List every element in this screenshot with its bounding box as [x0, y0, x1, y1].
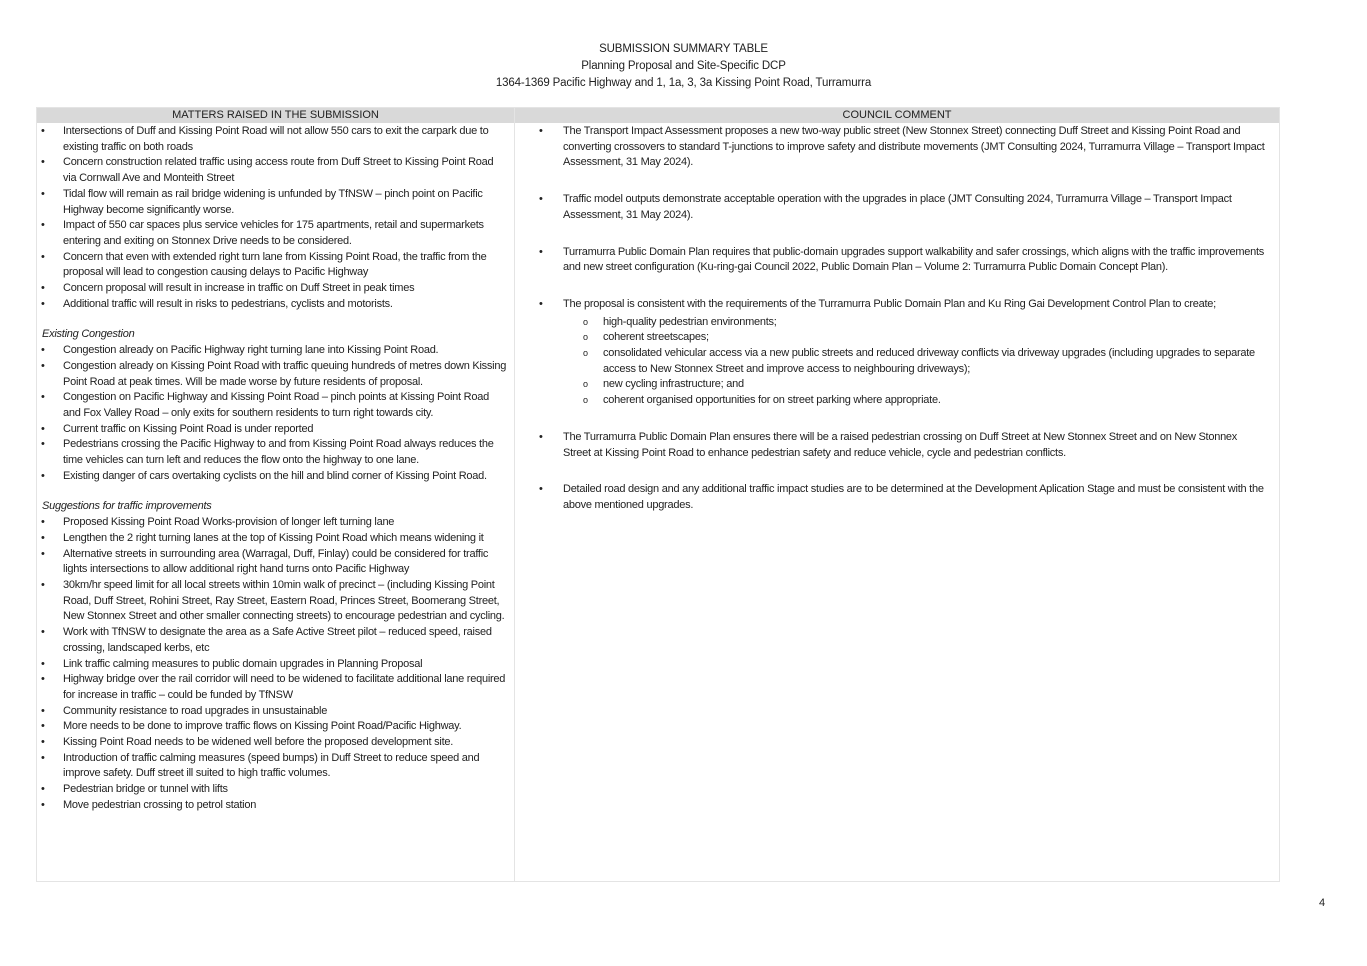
list-item: Concern proposal will result in increase… [37, 281, 514, 297]
list-item: Move pedestrian crossing to petrol stati… [37, 798, 514, 814]
nested-item: coherent streetscapes; [563, 330, 1267, 346]
list-item: Highway bridge over the rail corridor wi… [37, 672, 514, 703]
matters-header: MATTERS RAISED IN THE SUBMISSION [37, 108, 514, 123]
list-item: Concern that even with extended right tu… [37, 250, 514, 281]
nested-list: high-quality pedestrian environments; co… [563, 315, 1267, 409]
document-title: SUBMISSION SUMMARY TABLE Planning Propos… [0, 41, 1367, 92]
list-item: Pedestrian bridge or tunnel with lifts [37, 782, 514, 798]
list-item: Congestion already on Kissing Point Road… [37, 359, 514, 390]
suggestions-heading: Suggestions for traffic improvements [42, 500, 212, 513]
council-comment-column: COUNCIL COMMENT The Transport Impact Ass… [515, 108, 1279, 881]
council-comment-list: The Transport Impact Assessment proposes… [515, 124, 1279, 514]
list-item: Community resistance to road upgrades in… [37, 704, 514, 720]
list-item: Link traffic calming measures to public … [37, 657, 514, 673]
list-item: Introduction of traffic calming measures… [37, 751, 514, 782]
nested-item: coherent organised opportunities for on … [563, 393, 1267, 409]
list-item: Impact of 550 car spaces plus service ve… [37, 218, 514, 249]
title-line-1: SUBMISSION SUMMARY TABLE [599, 43, 768, 55]
comment-item: Traffic model outputs demonstrate accept… [539, 192, 1267, 223]
list-item: Kissing Point Road needs to be widened w… [37, 735, 514, 751]
list-item: Pedestrians crossing the Pacific Highway… [37, 437, 514, 468]
list-item: More needs to be done to improve traffic… [37, 719, 514, 735]
list-item: Congestion on Pacific Highway and Kissin… [37, 390, 514, 421]
list-item: Intersections of Duff and Kissing Point … [37, 124, 514, 155]
list-item: Existing danger of cars overtaking cycli… [37, 469, 514, 485]
comment-item: The Turramurra Public Domain Plan ensure… [539, 430, 1267, 461]
list-item: Concern construction related traffic usi… [37, 155, 514, 186]
matters-column: MATTERS RAISED IN THE SUBMISSION Interse… [37, 108, 515, 881]
comment-item: The proposal is consistent with the requ… [539, 297, 1267, 409]
list-item: Work with TfNSW to designate the area as… [37, 625, 514, 656]
list-item: Congestion already on Pacific Highway ri… [37, 343, 514, 359]
nested-item: new cycling infrastructure; and [563, 377, 1267, 393]
nested-item: consolidated vehicular access via a new … [563, 346, 1267, 377]
list-item: Proposed Kissing Point Road Works-provis… [37, 515, 514, 531]
list-item: Additional traffic will result in risks … [37, 297, 514, 313]
list-item: Alternative streets in surrounding area … [37, 547, 514, 578]
list-item: 30km/hr speed limit for all local street… [37, 578, 514, 625]
congestion-list: Congestion already on Pacific Highway ri… [37, 343, 514, 484]
council-comment-header: COUNCIL COMMENT [515, 108, 1279, 123]
submission-summary-table: MATTERS RAISED IN THE SUBMISSION Interse… [36, 107, 1280, 882]
list-item: Lengthen the 2 right turning lanes at th… [37, 531, 514, 547]
comment-text: The proposal is consistent with the requ… [563, 297, 1216, 310]
nested-item: high-quality pedestrian environments; [563, 315, 1267, 331]
comment-item: Turramurra Public Domain Plan requires t… [539, 245, 1267, 276]
title-line-3: 1364-1369 Pacific Highway and 1, 1a, 3, … [495, 77, 872, 89]
page-number: 4 [1319, 897, 1326, 909]
list-item: Current traffic on Kissing Point Road is… [37, 422, 514, 438]
general-matters-list: Intersections of Duff and Kissing Point … [37, 124, 514, 312]
list-item: Tidal flow will remain as rail bridge wi… [37, 187, 514, 218]
title-line-2: Planning Proposal and Site-Specific DCP [581, 60, 786, 72]
comment-item: The Transport Impact Assessment proposes… [539, 124, 1267, 171]
suggestions-list: Proposed Kissing Point Road Works-provis… [37, 515, 514, 813]
existing-congestion-heading: Existing Congestion [42, 328, 135, 341]
comment-item: Detailed road design and any additional … [539, 482, 1267, 513]
